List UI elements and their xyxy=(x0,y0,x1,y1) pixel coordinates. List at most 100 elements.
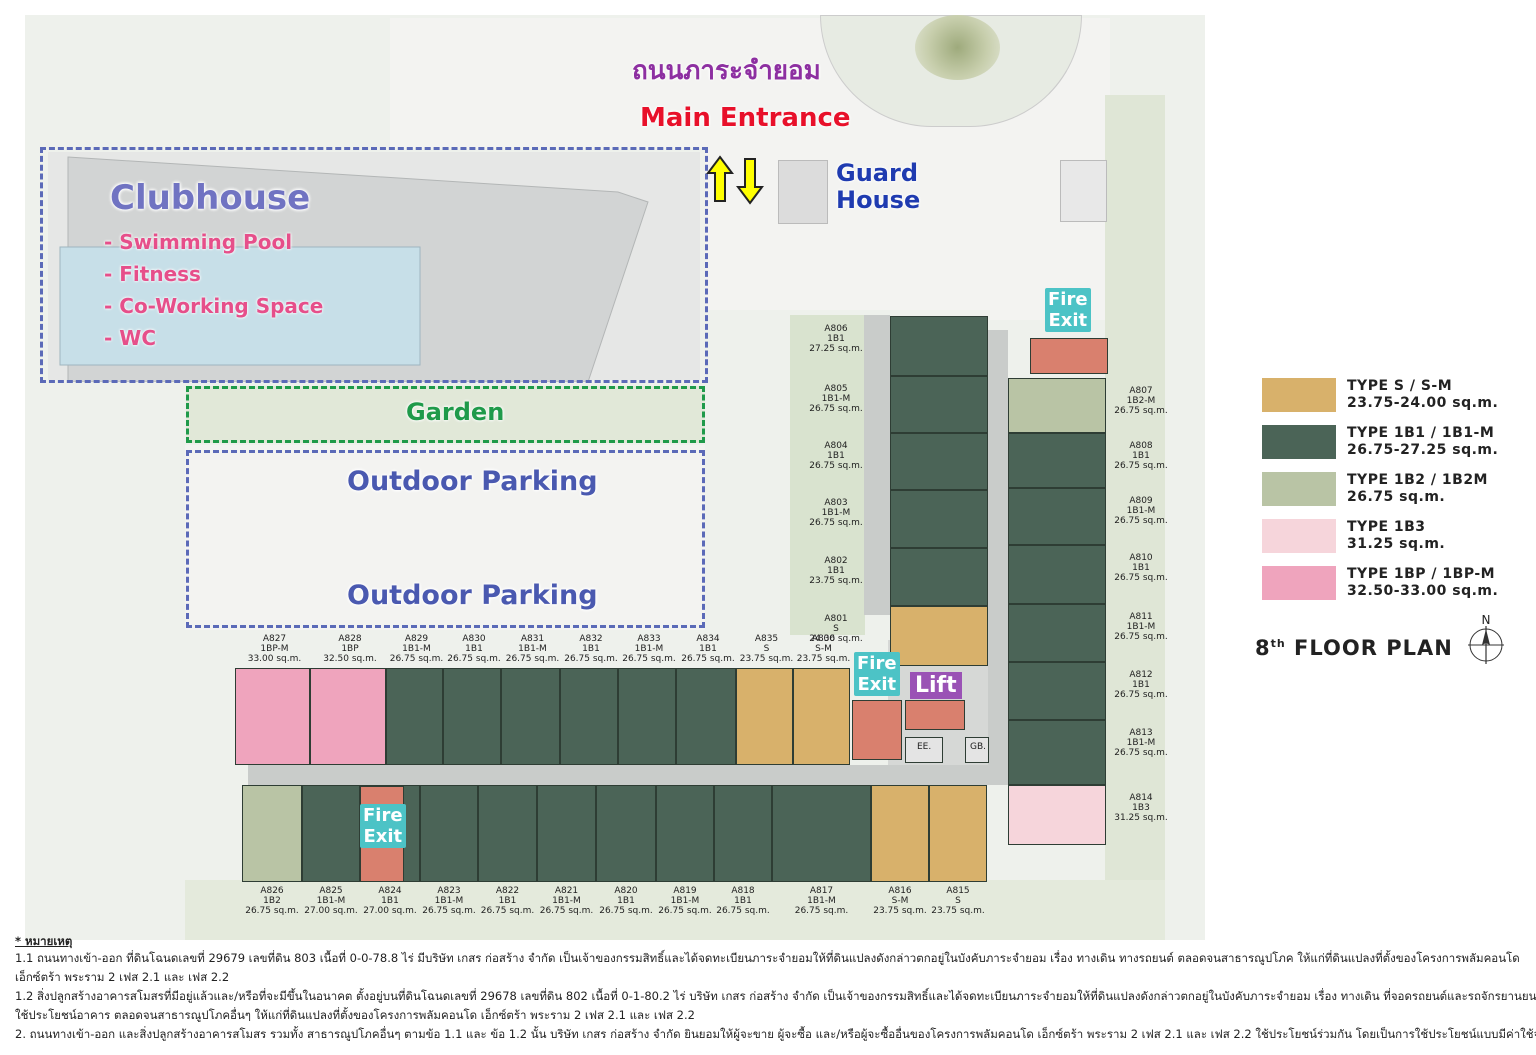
unit-A819 xyxy=(656,785,714,882)
amenity-pool: - Swimming Pool xyxy=(104,230,293,254)
guard-label-line1: Guard xyxy=(836,159,918,187)
unit-A833 xyxy=(618,668,676,765)
unit-A831 xyxy=(501,668,560,765)
fire-exit-text: Fire xyxy=(1048,289,1088,310)
parking-zone xyxy=(186,450,705,628)
fire-exit-center: Fire Exit xyxy=(854,652,900,696)
unit-A836 xyxy=(793,668,850,765)
ee-room xyxy=(905,737,943,763)
guard-house-label: Guard House xyxy=(836,160,920,214)
amenity-wc: - WC xyxy=(104,326,157,350)
garden-label: Garden xyxy=(406,398,505,426)
lift-shaft xyxy=(905,700,965,730)
corridor xyxy=(248,765,1008,785)
fire-exit-text: Exit xyxy=(857,674,897,695)
note-line: เอ็กซ์ตร้า พระราม 2 เฟส 2.1 และ เฟส 2.2 xyxy=(15,970,230,984)
clubhouse-title: Clubhouse xyxy=(110,178,311,218)
unit-A806 xyxy=(890,316,988,376)
unit-A820 xyxy=(596,785,656,882)
main-entrance-label: Main Entrance xyxy=(640,103,851,133)
tree-icon xyxy=(915,15,1000,80)
fire-exit-text: Exit xyxy=(1048,310,1088,331)
unit-A810 xyxy=(1008,545,1106,604)
unit-A818 xyxy=(714,785,772,882)
parking-label-1: Outdoor Parking xyxy=(347,466,598,497)
guard-label-line2: House xyxy=(836,186,921,214)
unit-A815 xyxy=(929,785,987,882)
floor-number: 8 xyxy=(1255,636,1271,660)
corridor xyxy=(988,330,1008,785)
legend-swatch xyxy=(1262,378,1336,412)
unit-A802 xyxy=(890,548,988,606)
unit-A822 xyxy=(478,785,537,882)
fire-stair-ne xyxy=(1030,338,1108,374)
legend-swatch xyxy=(1262,425,1336,459)
fire-exit-text: Exit xyxy=(363,826,403,847)
unit-A835 xyxy=(736,668,793,765)
gb-label: GB. xyxy=(970,742,987,752)
clubhouse-zone xyxy=(40,147,708,383)
compass-north: N xyxy=(1482,613,1491,627)
south-greenery xyxy=(185,880,1165,940)
compass-icon: N xyxy=(1468,613,1504,664)
landscape-strip xyxy=(790,315,865,635)
fire-stair-center xyxy=(852,700,902,760)
entrance-arrows-icon xyxy=(706,155,764,205)
unit-A801 xyxy=(890,606,988,666)
unit-A809 xyxy=(1008,488,1106,545)
unit-A805 xyxy=(890,376,988,433)
clubhouse-amenities: - Swimming Pool - Fitness - Co-Working S… xyxy=(104,230,323,358)
unit-A808 xyxy=(1008,433,1106,488)
unit-A817 xyxy=(772,785,871,882)
fire-exit-west: Fire Exit xyxy=(360,804,406,848)
floor-plan-title: 8th FLOOR PLAN xyxy=(1255,636,1453,660)
note-line: 2. ถนนทางเข้า-ออก และสิ่งปลูกสร้างอาคารส… xyxy=(15,1027,1536,1041)
unit-A813 xyxy=(1008,720,1106,785)
garden-zone xyxy=(186,386,705,443)
note-line: 1.1 ถนนทางเข้า-ออก ที่ดินโฉนดเลขที่ 2967… xyxy=(15,951,1520,965)
unit-A812 xyxy=(1008,662,1106,720)
note-line: 1.2 สิ่งปลูกสร้างอาคารสโมสรที่มีอยู่แล้ว… xyxy=(15,989,1536,1003)
fire-exit-text: Fire xyxy=(363,805,403,826)
unit-A811 xyxy=(1008,604,1106,662)
gb-room xyxy=(965,737,989,763)
unit-A829 xyxy=(386,668,443,765)
unit-A823 xyxy=(420,785,478,882)
pavilion xyxy=(1060,160,1107,222)
unit-A832 xyxy=(560,668,618,765)
note-line: ใช้ประโยชน์อาคาร ตลอดจนสาธารณูปโภคอื่นๆ … xyxy=(15,1008,695,1022)
corridor xyxy=(864,315,890,615)
legend-swatch xyxy=(1262,566,1336,600)
unit-A814 xyxy=(1008,785,1106,845)
unit-A816 xyxy=(871,785,929,882)
